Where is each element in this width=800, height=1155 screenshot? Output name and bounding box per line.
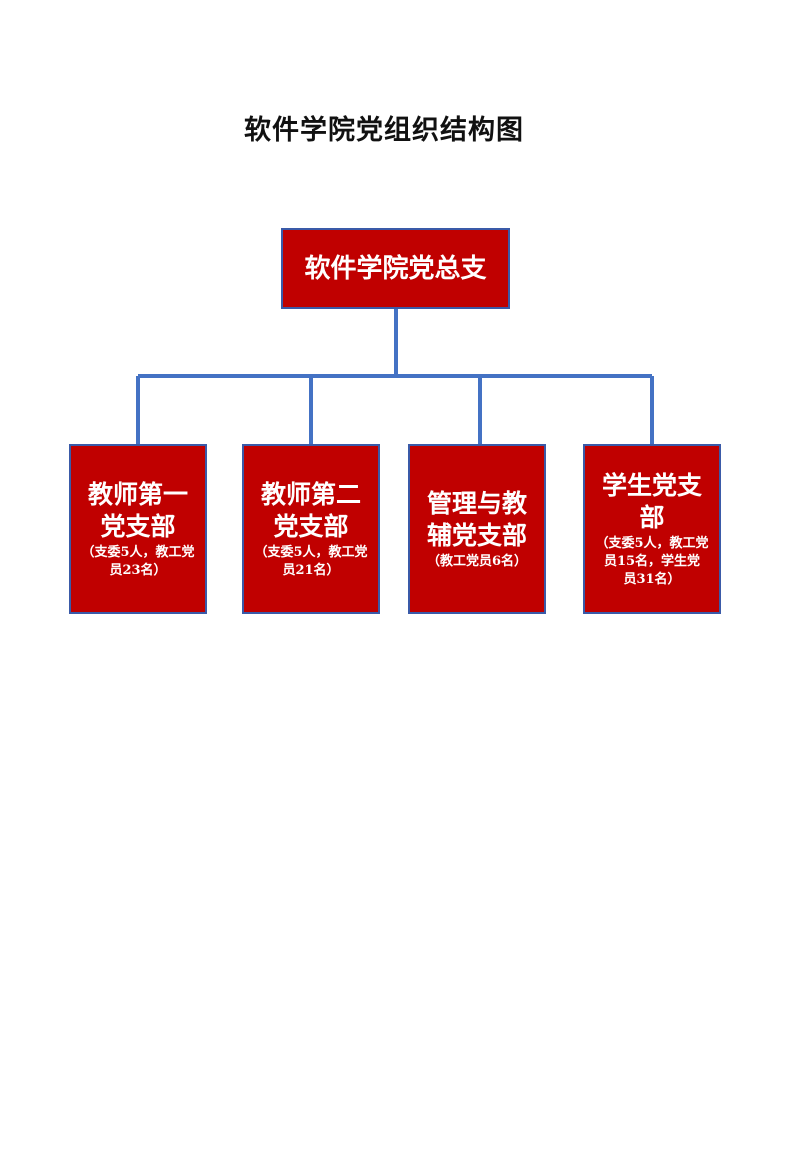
branch-label-line2: 党支部 <box>100 512 176 541</box>
page-title: 软件学院党组织结构图 <box>244 115 524 146</box>
branch-node-teacher-2: 教师第二 党支部 （支委5人，教工党 员21名） <box>242 444 380 614</box>
connector-lines <box>136 309 654 444</box>
branch-node-teacher-1: 教师第一 党支部 （支委5人，教工党 员23名） <box>69 444 207 614</box>
branch-note-line1: （教工党员6名） <box>426 554 528 569</box>
branch-label-line1: 管理与教 <box>426 489 527 518</box>
branch-node-student: 学生党支 部 （支委5人，教工党 员15名，学生党 员31名） <box>583 444 721 614</box>
branch-note-line2: 员23名） <box>109 563 167 578</box>
root-node-label: 软件学院党总支 <box>304 253 487 284</box>
branch-label-line2: 党支部 <box>273 512 349 541</box>
branch-note-line3: 员31名） <box>623 572 681 587</box>
branch-note-line1: （支委5人，教工党 <box>595 536 709 551</box>
branch-label-line1: 教师第一 <box>87 480 188 509</box>
branch-note-line1: （支委5人，教工党 <box>254 545 368 560</box>
branch-note-line2: 员15名，学生党 <box>603 554 701 569</box>
branch-label-line2: 部 <box>639 503 665 532</box>
branch-note-line2: 员21名） <box>282 563 340 578</box>
branch-node-admin: 管理与教 辅党支部 （教工党员6名） <box>408 444 546 614</box>
root-node: 软件学院党总支 <box>281 228 510 309</box>
branch-label-line2: 辅党支部 <box>426 521 527 550</box>
branch-label-line1: 教师第二 <box>260 480 361 509</box>
branch-label-line1: 学生党支 <box>601 471 702 500</box>
branch-note-line1: （支委5人，教工党 <box>81 545 195 560</box>
